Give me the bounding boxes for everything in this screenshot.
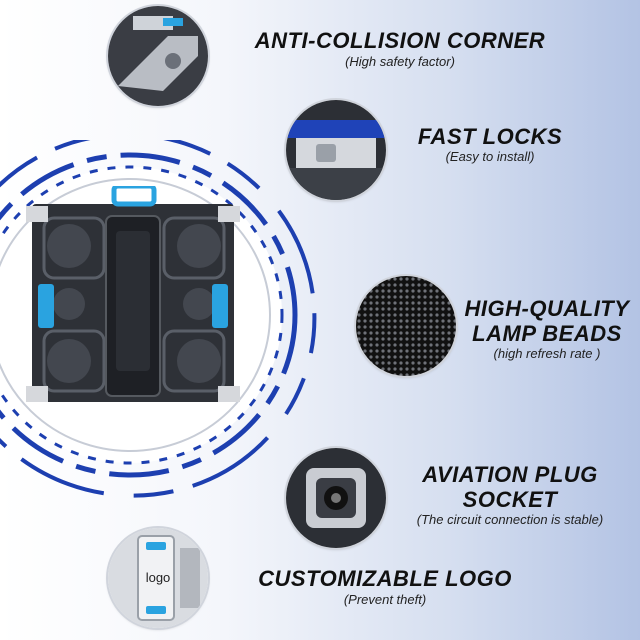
lock-icon bbox=[286, 100, 386, 200]
logo-plate-icon bbox=[108, 528, 208, 628]
corner-feature-photo bbox=[108, 6, 208, 106]
feature-title-line2: SOCKET bbox=[462, 487, 558, 512]
feature-title-line1: HIGH-QUALITY bbox=[464, 296, 630, 321]
lamp-beads-icon bbox=[356, 276, 456, 376]
plug-socket-icon bbox=[286, 448, 386, 548]
feature-subtitle: (The circuit connection is stable) bbox=[416, 512, 604, 527]
feature-title: FAST LOCKS bbox=[417, 124, 563, 149]
logo-text: logo bbox=[145, 570, 171, 585]
led-panel-image bbox=[26, 186, 240, 402]
feature-subtitle: (High safety factor) bbox=[345, 54, 455, 69]
feature-subtitle: (Prevent theft) bbox=[343, 592, 427, 607]
logo-feature-photo: logo bbox=[108, 528, 208, 628]
plug-socket-feature-photo bbox=[286, 448, 386, 548]
feature-subtitle: (Easy to install) bbox=[445, 149, 535, 164]
locks-feature-photo bbox=[286, 100, 386, 200]
corner-icon bbox=[108, 6, 208, 106]
feature-title-line1: AVIATION PLUG bbox=[422, 462, 598, 487]
feature-title: ANTI-COLLISION CORNER bbox=[254, 28, 546, 53]
feature-subtitle: (high refresh rate ) bbox=[493, 346, 601, 361]
feature-title: CUSTOMIZABLE LOGO bbox=[258, 566, 512, 591]
lamp-beads-feature-photo bbox=[356, 276, 456, 376]
feature-title-line2: LAMP BEADS bbox=[472, 321, 622, 346]
